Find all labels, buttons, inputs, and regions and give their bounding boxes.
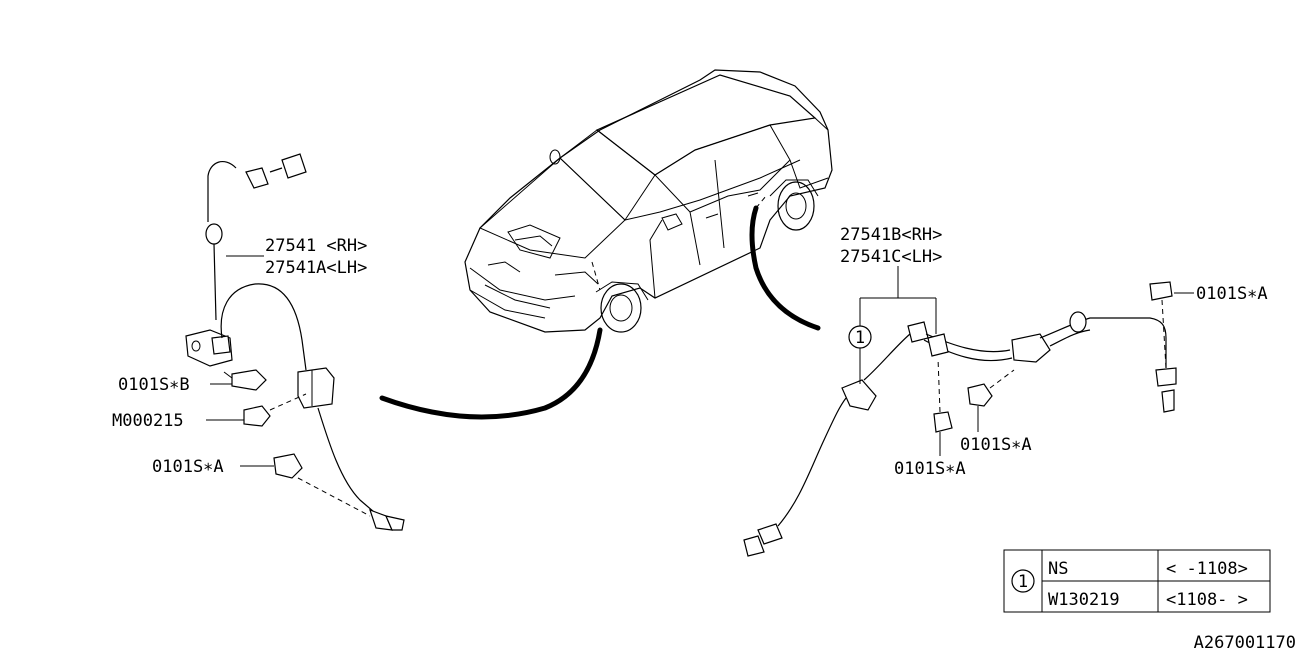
bolt-a-mid-right-label: 0101S∗A <box>960 435 1032 455</box>
front-wheel-leader-curve <box>379 327 603 420</box>
bolt-a-left-label: 0101S∗A <box>152 457 224 477</box>
callout-marker-label: 1 <box>855 328 865 348</box>
front-sensor-lh-label: 27541A<LH> <box>265 258 367 278</box>
bolt-0101s-b <box>223 369 267 391</box>
bolt-0101s-a-bottom-right <box>933 357 953 433</box>
rear-sensor-lh-label: 27541C<LH> <box>840 247 942 267</box>
table-row-1-range: < -1108> <box>1166 559 1248 579</box>
callout-marker <box>848 325 872 349</box>
rear-wheel-leader-curve <box>749 205 821 331</box>
rear-sensor-rh-label: 27541B<RH> <box>840 225 942 245</box>
bolt-m-label: M000215 <box>112 411 184 431</box>
table-marker-label: 1 <box>1018 572 1028 592</box>
car-illustration <box>464 69 833 333</box>
front-sensor-rh-label: 27541 <RH> <box>265 236 367 256</box>
bolt-a-top-right-label: 0101S∗A <box>1196 284 1268 304</box>
table-row-2-part: W130219 <box>1048 590 1120 610</box>
table-row-1-part: NS <box>1048 559 1068 579</box>
bolt-0101s-a-left <box>273 453 371 517</box>
bolt-b-label: 0101S∗B <box>118 375 190 395</box>
rear-sensor-leader <box>859 266 937 334</box>
bolt-a-bottom-right-label: 0101S∗A <box>894 459 966 479</box>
reference-table: 1 NS < -1108> W130219 <1108- > <box>1003 549 1271 613</box>
table-marker-circle <box>1011 569 1035 593</box>
rear-abs-sensor-harness <box>743 311 1177 557</box>
diagram-id: A267001170 <box>1194 633 1296 653</box>
bolt-m000215 <box>243 393 307 427</box>
front-abs-sensor-harness <box>185 153 405 531</box>
table-row-2-range: <1108- > <box>1166 590 1248 610</box>
bolt-0101s-a-mid-right <box>967 369 1015 407</box>
bolt-0101s-a-top-right <box>1149 281 1173 369</box>
